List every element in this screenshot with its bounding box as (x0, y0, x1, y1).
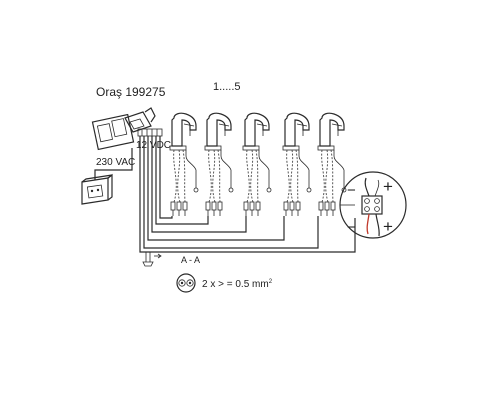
cable-spec-label: 2 x > = 0.5 mm2 (202, 279, 273, 290)
model-label: Oraş 199275 (96, 85, 166, 99)
transformer-icon (91, 107, 156, 151)
faucet-count-label: 1.....5 (213, 81, 241, 93)
supply-wiring (139, 136, 356, 253)
cable-section-icon (176, 273, 196, 293)
faucet-3 (242, 112, 272, 216)
faucet-5 (317, 112, 347, 216)
section-label: A - A (181, 255, 200, 265)
polarity-plus-bottom: + (383, 217, 393, 236)
faucet-4 (282, 112, 312, 216)
faucet-1 (169, 112, 199, 216)
ac-supply-line (94, 148, 133, 180)
faucet-2 (204, 112, 234, 216)
polarity-plus-top: + (383, 177, 393, 196)
connector-block (137, 128, 163, 137)
terminal-icon (142, 252, 162, 267)
dc-voltage-label: 12 VDC (136, 140, 171, 151)
polarity-minus-bottom: − (347, 219, 356, 236)
wall-socket-icon (81, 173, 113, 205)
ac-voltage-label: 230 VAC (96, 157, 135, 168)
polarity-minus-top: − (347, 182, 356, 199)
polarity-detail (339, 171, 407, 239)
